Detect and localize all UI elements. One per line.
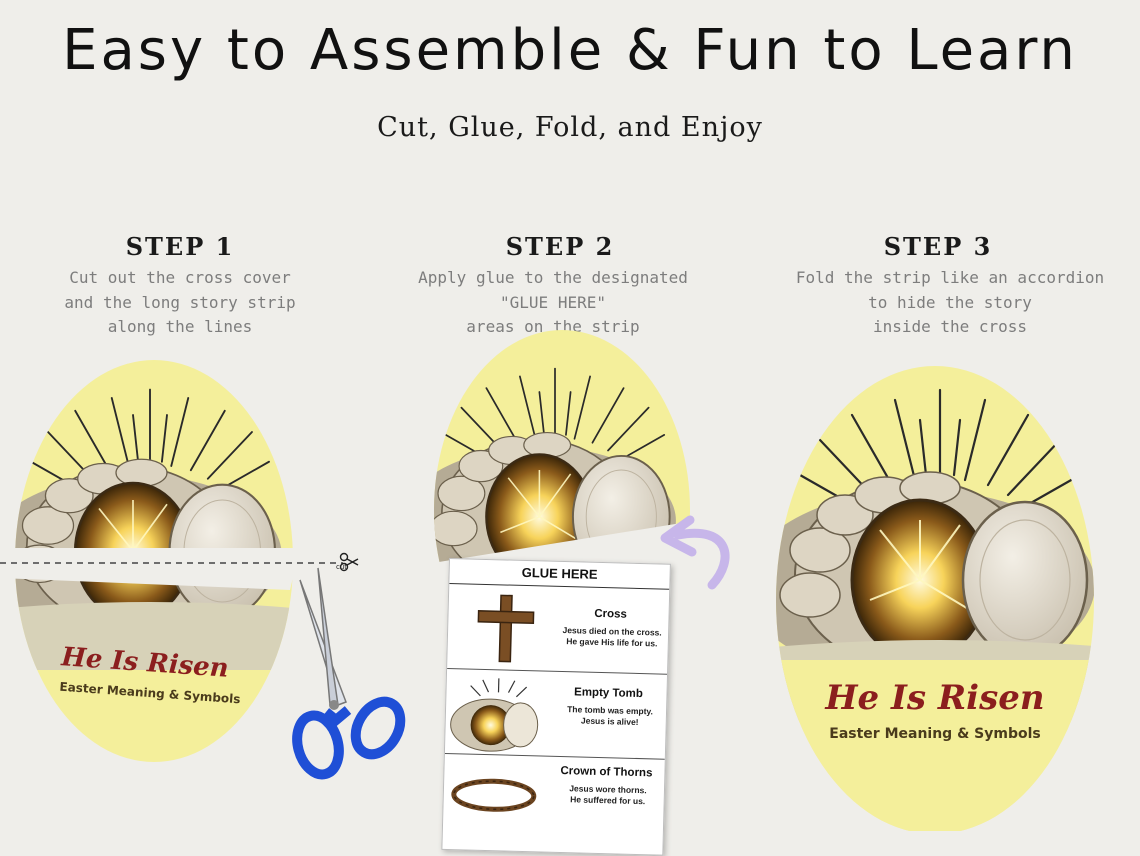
strip-panel-crown-of-thorns: Crown of Thorns Jesus wore thorns. He su… [443, 754, 665, 844]
step-1-cover [0, 360, 343, 762]
panel-title-crown-of-thorns: Crown of Thorns [556, 765, 656, 780]
strip-panel-cross: Cross Jesus died on the cross. He gave H… [447, 584, 669, 675]
crown-of-thorns-icon [443, 754, 550, 841]
panel-title-empty-tomb: Empty Tomb [558, 686, 658, 701]
empty-tomb-icon [445, 669, 552, 756]
panel-text-crown-of-thorns-line-2: He suffered for us. [552, 794, 664, 808]
story-strip: GLUE HERE Cross Jesus died on the cross.… [441, 558, 671, 856]
panel-text-empty-tomb: The tomb was empty. Jesus is alive! [554, 704, 667, 729]
step-3-cover [740, 366, 1140, 831]
scissors-icon [291, 568, 409, 779]
panel-text-cross: Jesus died on the cross. He gave His lif… [556, 625, 669, 650]
step-3-cover-title: He Is Risen [785, 678, 1085, 718]
panel-title-cross: Cross [560, 607, 660, 622]
step-3-cover-subtitle: Easter Meaning & Symbols [785, 726, 1085, 742]
strip-panel-empty-tomb: Empty Tomb The tomb was empty. Jesus is … [445, 669, 667, 760]
panel-text-cross-line-2: He gave His life for us. [556, 636, 668, 650]
cross-icon [447, 584, 549, 671]
panel-text-crown-of-thorns: Jesus wore thorns. He suffered for us. [552, 783, 665, 808]
cut-label: cut [336, 563, 347, 571]
